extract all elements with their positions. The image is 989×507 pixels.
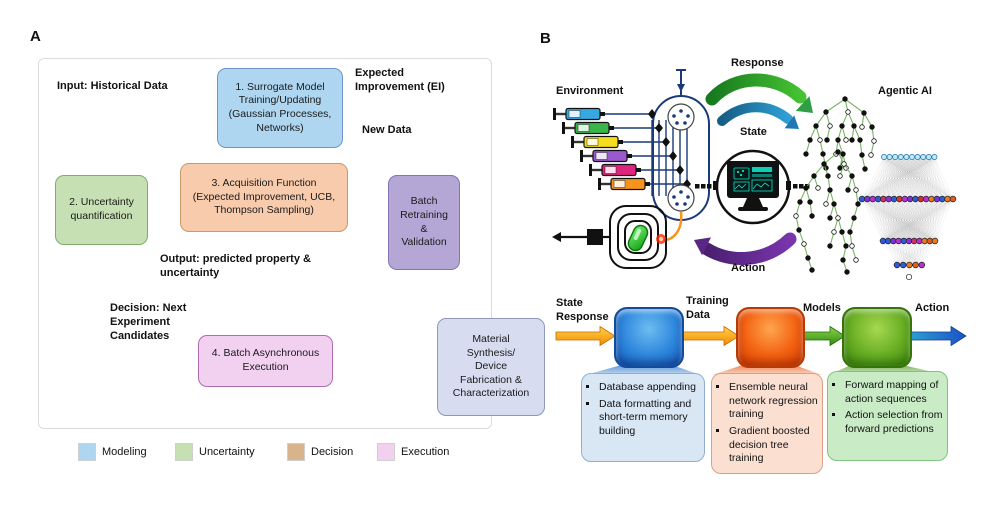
decision-trees-illustration — [793, 96, 877, 275]
legend-swatch-uncertainty — [175, 443, 193, 461]
training-callout: Ensemble neural network regression train… — [711, 373, 823, 474]
state-response-stage-label: State Response — [556, 297, 609, 323]
uncertainty-box: 2. Uncertainty quantification — [55, 175, 148, 245]
action-stage-label: Action — [915, 302, 950, 314]
batch-execution-box: 4. Batch Asynchronous Execution — [198, 335, 333, 387]
legend-label-decision: Decision — [311, 446, 354, 458]
training-callout-list: Ensemble neural network regression train… — [714, 381, 818, 466]
legend-label-modeling: Modeling — [102, 446, 147, 458]
training-data-stage-label: Training Data — [686, 295, 729, 321]
legend-label-execution: Execution — [401, 446, 450, 458]
panel-a-label: A — [30, 28, 41, 45]
output-label: Output: predicted property & uncertainty — [160, 253, 311, 279]
callout-item: Action selection from forward prediction… — [845, 409, 943, 436]
surrogate-model-box: 1. Surrogate Model Training/Updating (Ga… — [217, 68, 343, 148]
callout-item: Gradient boosted decision tree training — [729, 425, 818, 466]
callout-item: Forward mapping of action sequences — [845, 379, 943, 406]
valve-bottom — [667, 184, 695, 212]
new-data-label: New Data — [362, 124, 412, 136]
input-label: Input: Historical Data — [57, 80, 168, 92]
legend-swatch-execution — [377, 443, 395, 461]
legend-label-uncertainty: Uncertainty — [199, 446, 255, 458]
material-synthesis-box: Material Synthesis/ Device Fabrication &… — [437, 318, 545, 416]
memory-stage-box — [614, 307, 684, 368]
action-arrow — [694, 232, 797, 265]
monitor-icon — [695, 149, 810, 225]
memory-callout: Database appending Data formatting and s… — [581, 373, 705, 462]
legend-item-uncertainty: Uncertainty — [175, 443, 255, 461]
memory-callout-list: Database appending Data formatting and s… — [584, 381, 700, 439]
valve-top — [667, 103, 695, 131]
legend-item-execution: Execution — [377, 443, 449, 461]
waste-outlet — [552, 229, 610, 245]
acquisition-function-box: 3. Acquisition Function (Expected Improv… — [180, 163, 348, 232]
decision-label: Decision: Next Experiment Candidates — [110, 302, 187, 342]
models-stage-label: Models — [803, 302, 841, 314]
legend-item-decision: Decision — [287, 443, 353, 461]
callout-item: Database appending — [599, 381, 700, 395]
reactor-icon — [609, 205, 667, 269]
callout-item: Ensemble neural network regression train… — [729, 381, 818, 422]
panel-b-label: B — [540, 30, 551, 47]
action-callout: Forward mapping of action sequences Acti… — [827, 371, 948, 461]
state-label: State — [740, 126, 767, 138]
callout-item: Data formatting and short-term memory bu… — [599, 398, 700, 439]
agentic-ai-label: Agentic AI — [878, 85, 932, 97]
environment-label: Environment — [556, 85, 624, 97]
action-loop-label: Action — [731, 262, 766, 274]
response-arrow — [705, 73, 813, 113]
expected-improvement-label: Expected Improvement (EI) — [355, 67, 445, 93]
batch-retraining-box: Batch Retraining & Validation — [388, 175, 460, 270]
legend-swatch-decision — [287, 443, 305, 461]
legend-swatch-modeling — [78, 443, 96, 461]
neural-network-illustration — [858, 154, 957, 281]
response-label: Response — [731, 57, 784, 69]
action-callout-list: Forward mapping of action sequences Acti… — [830, 379, 943, 437]
training-stage-box — [736, 307, 805, 368]
legend-item-modeling: Modeling — [78, 443, 147, 461]
action-stage-box — [842, 307, 912, 368]
environment-illustration — [552, 69, 710, 269]
